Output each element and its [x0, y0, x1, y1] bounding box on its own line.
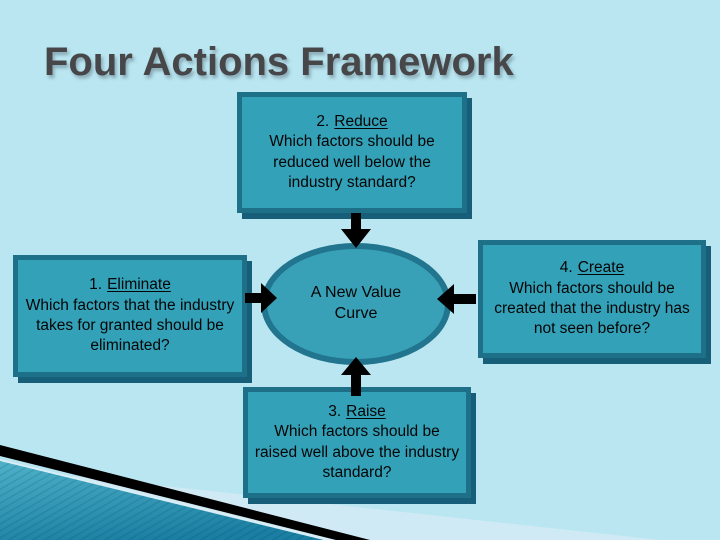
- raise-number: 3.: [328, 402, 342, 420]
- arrow-down-icon: [341, 213, 371, 249]
- create-question: Which factors should be created that the…: [494, 279, 690, 338]
- raise-heading: 3.Raise: [328, 402, 386, 422]
- eliminate-word: Eliminate: [107, 276, 171, 294]
- raise-box: 3.Raise Which factors should be raised w…: [243, 387, 471, 498]
- arrow-right-icon: [245, 283, 278, 313]
- create-word: Create: [577, 259, 625, 277]
- eliminate-question: Which factors that the industry takes fo…: [25, 296, 235, 355]
- create-box: 4.Create Which factors should be created…: [478, 240, 706, 358]
- corner-ribbon-decoration: [0, 445, 660, 540]
- reduce-box: 2.Reduce Which factors should be reduced…: [237, 92, 467, 213]
- reduce-word: Reduce: [334, 112, 388, 130]
- create-heading: 4.Create: [560, 258, 624, 278]
- reduce-question: Which factors should be reduced well bel…: [269, 133, 435, 191]
- eliminate-box: 1.Eliminate Which factors that the indus…: [13, 255, 247, 377]
- raise-question: Which factors should be raised well abov…: [254, 423, 460, 481]
- raise-word: Raise: [346, 402, 386, 420]
- create-number: 4.: [559, 259, 573, 277]
- eliminate-number: 1.: [89, 276, 103, 294]
- value-curve-label: A New Value Curve: [310, 284, 402, 322]
- slide-title: Four Actions Framework: [44, 40, 514, 84]
- reduce-heading: 2.Reduce: [316, 112, 387, 132]
- arrow-left-icon: [436, 284, 476, 314]
- arrow-up-icon: [341, 356, 371, 396]
- eliminate-heading: 1.Eliminate: [89, 275, 171, 295]
- reduce-number: 2.: [316, 112, 330, 130]
- value-curve-ellipse: A New Value Curve: [261, 243, 451, 365]
